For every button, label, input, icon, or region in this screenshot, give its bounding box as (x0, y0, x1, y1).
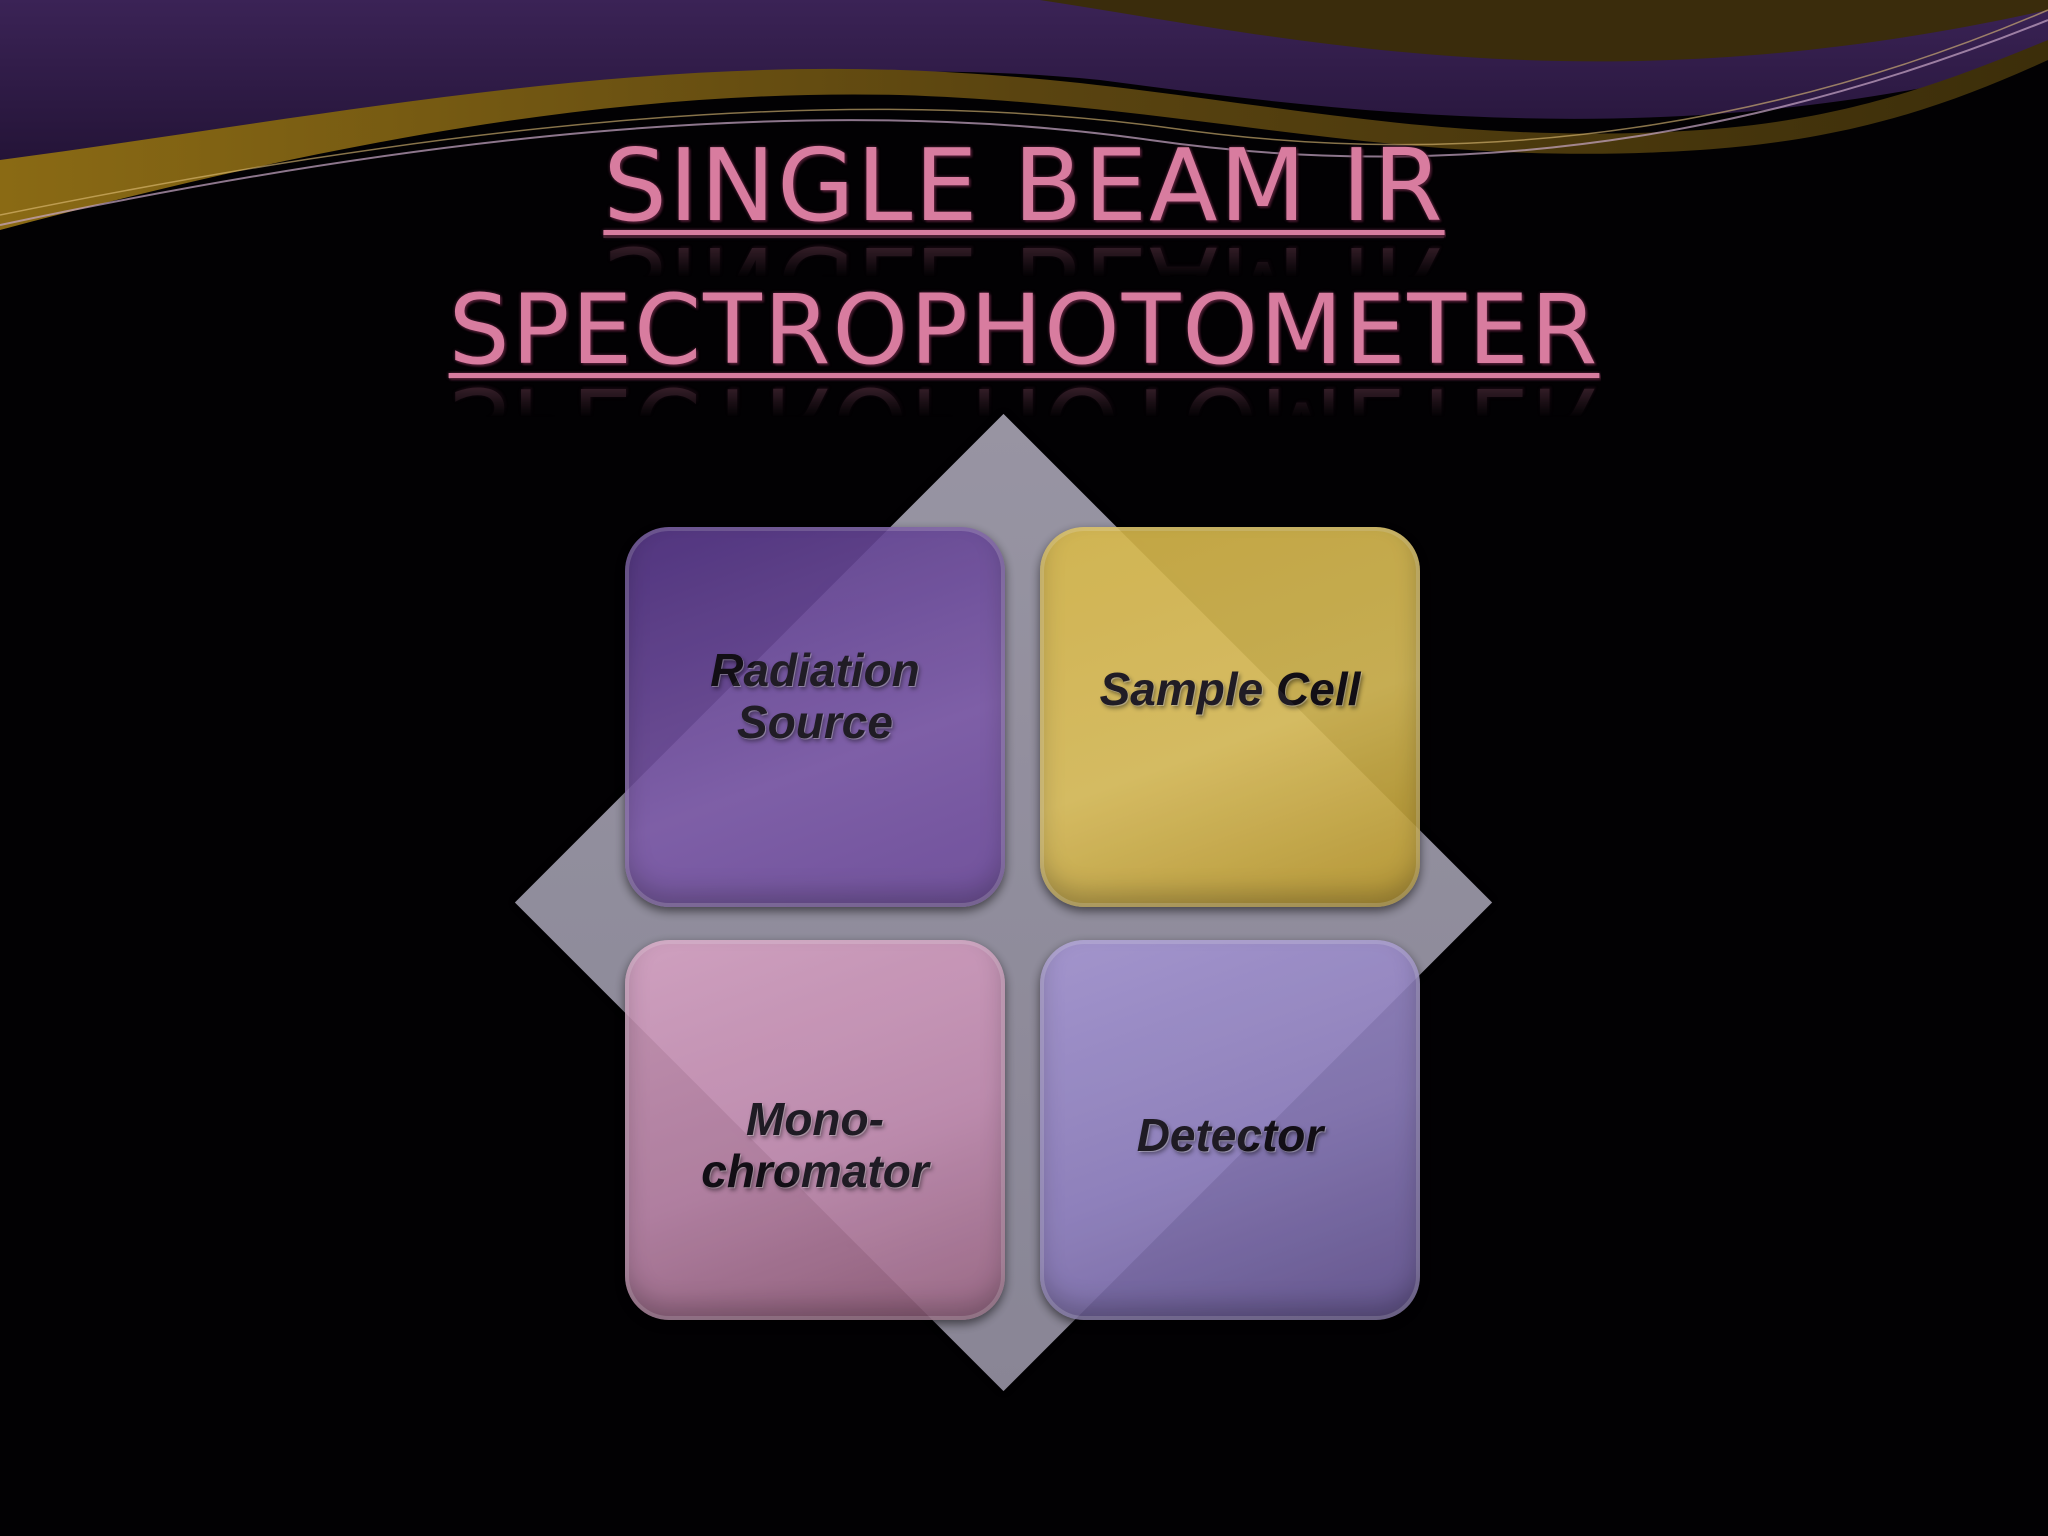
box-detector: Detector (1040, 940, 1420, 1320)
box-label-monochromator: Mono- chromator (701, 1093, 929, 1197)
box-label-sample-cell: Sample Cell (1099, 663, 1361, 715)
slide-title: SINGLE BEAM IR SPECTROPHOTOMETER (0, 120, 2048, 386)
title-line-1: SINGLE BEAM IR (603, 127, 1445, 244)
box-sample-cell: Sample Cell (1040, 527, 1420, 907)
box-radiation-source: Radiation Source (625, 527, 1005, 907)
box-label-detector: Detector (1136, 1109, 1324, 1161)
box-label-radiation-source: Radiation Source (710, 644, 920, 748)
box-monochromator: Mono- chromator (625, 940, 1005, 1320)
title-line-2: SPECTROPHOTOMETER (448, 274, 1600, 386)
header-swoosh-decoration (0, 0, 2048, 230)
